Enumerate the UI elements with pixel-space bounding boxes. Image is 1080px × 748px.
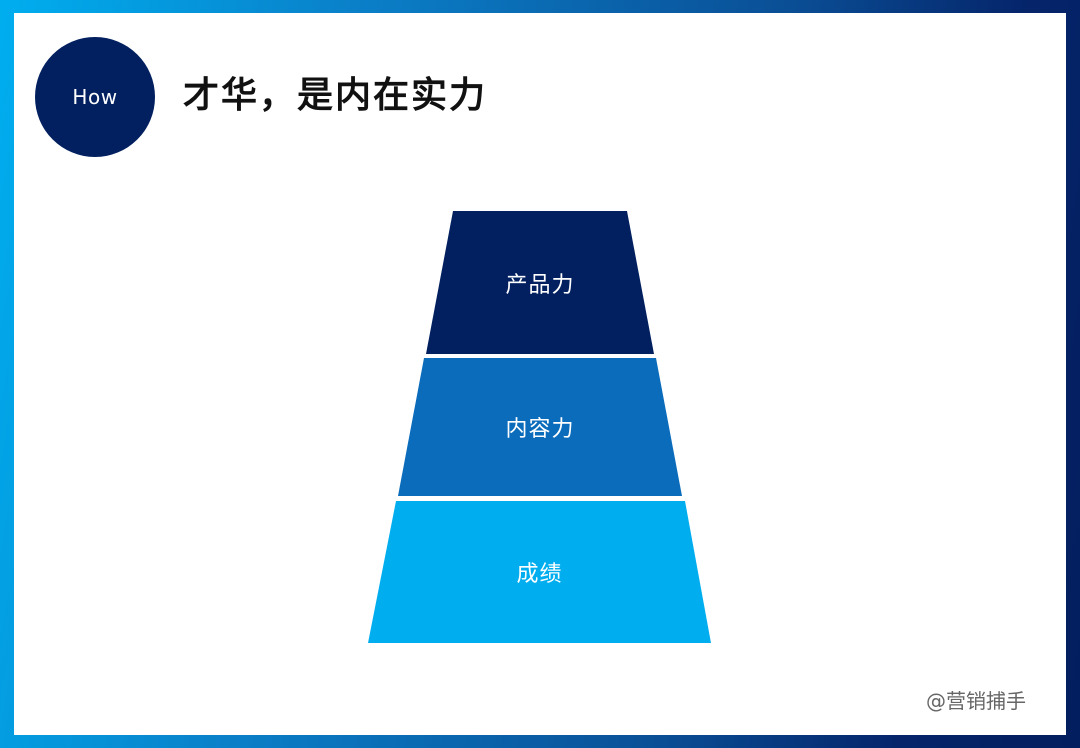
pyramid-tier-product: 产品力 — [426, 211, 654, 354]
how-badge: How — [35, 37, 155, 157]
tier-label: 成绩 — [516, 562, 563, 587]
how-badge-label: How — [72, 85, 118, 109]
tier-label: 产品力 — [505, 272, 575, 298]
watermark: @营销捕手 — [926, 689, 1026, 713]
slide-title: 才华，是内在实力 — [183, 75, 488, 116]
tier-label: 内容力 — [505, 417, 575, 442]
pyramid-tier-results: 成绩 — [368, 501, 711, 643]
pyramid-tier-content: 内容力 — [398, 358, 682, 496]
